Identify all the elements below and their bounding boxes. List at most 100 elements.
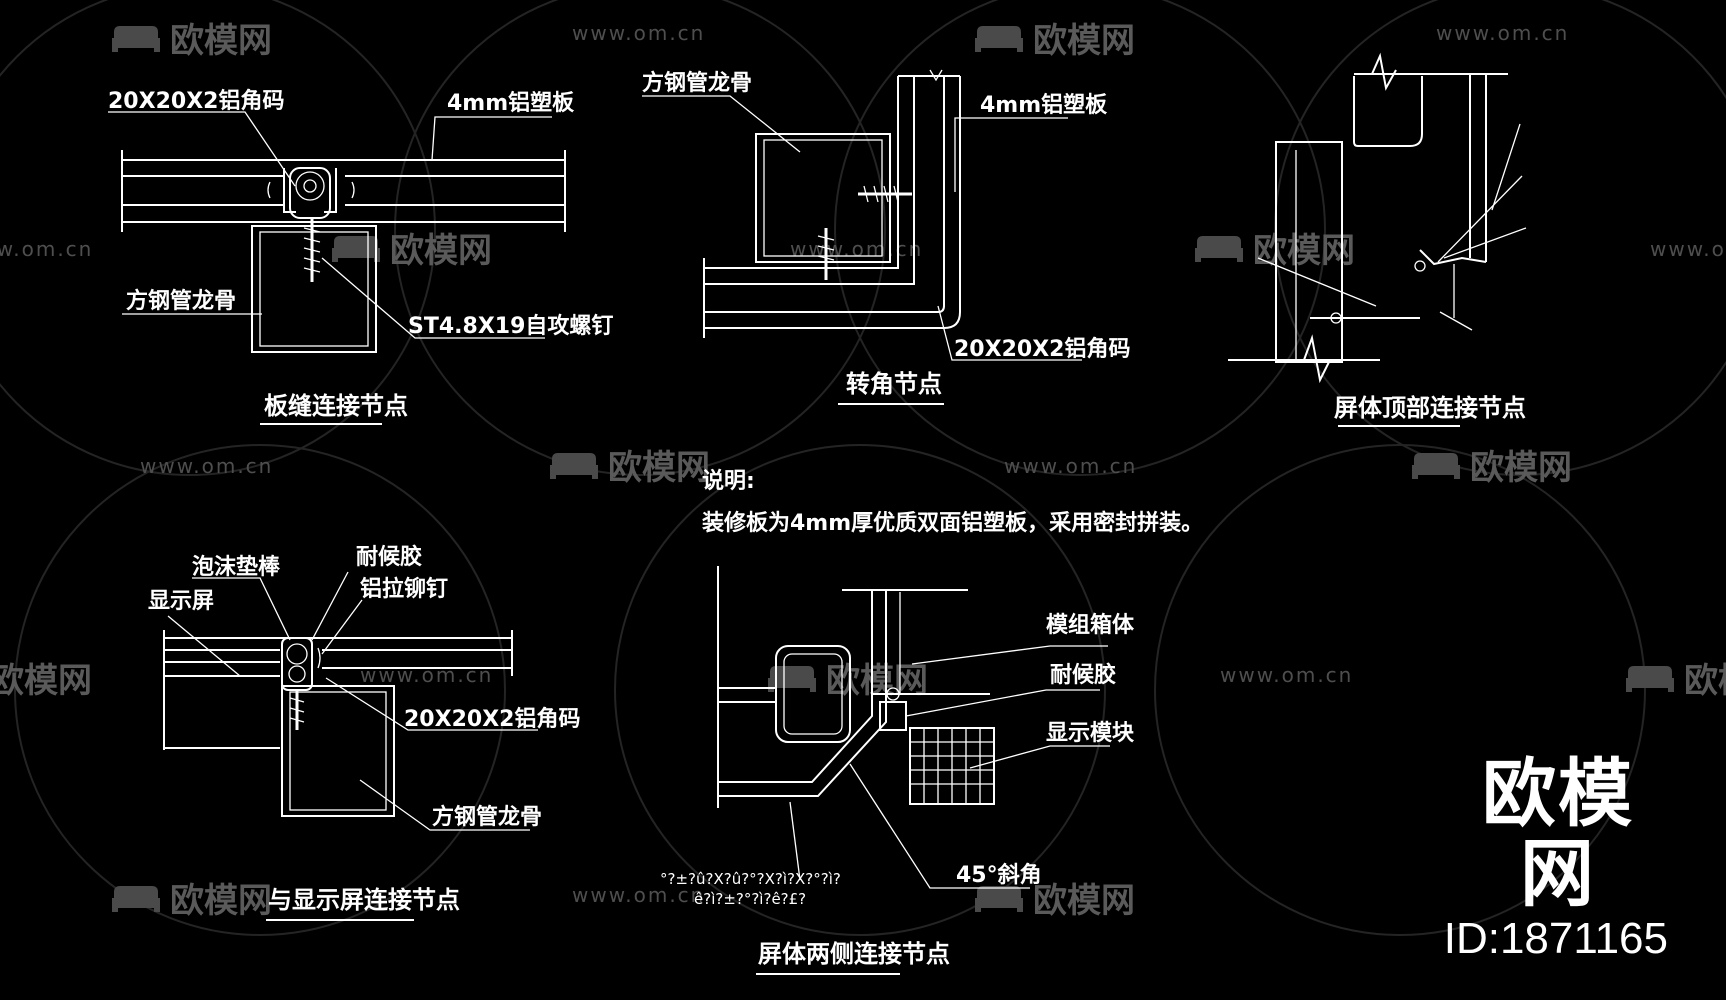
watermark-circle bbox=[0, 0, 436, 476]
sealant-joint bbox=[289, 167, 331, 219]
label-aluminum-panel: 4mm铝塑板 bbox=[980, 92, 1108, 118]
watermark-brand: 欧模网 bbox=[1684, 661, 1726, 701]
steel-tube-inner bbox=[289, 691, 387, 811]
brand-name: 欧模网 bbox=[1482, 751, 1634, 917]
watermark-url: www.om.cn bbox=[572, 883, 705, 907]
watermark-logo: 欧模网 bbox=[1195, 231, 1355, 271]
sofa-icon bbox=[550, 453, 598, 479]
watermark-logo: 欧模网 bbox=[0, 661, 92, 701]
watermark-url: www.om.cn bbox=[360, 663, 493, 687]
detail-title: 板缝连接节点 bbox=[264, 392, 408, 420]
watermark-circle bbox=[614, 444, 1106, 936]
watermark-brand: 欧模网 bbox=[0, 661, 92, 701]
label-rivet: 铝拉铆钉 bbox=[360, 576, 448, 602]
bevel-panel bbox=[776, 590, 887, 797]
sofa-icon bbox=[1412, 453, 1460, 479]
fastener bbox=[1414, 260, 1426, 272]
corner-panel-inner bbox=[704, 76, 915, 285]
sofa-icon bbox=[112, 26, 160, 52]
watermark-logo: 欧模网 bbox=[1626, 661, 1726, 701]
detail-title: 与显示屏连接节点 bbox=[268, 886, 460, 914]
rivet bbox=[886, 687, 900, 701]
label-angle-code: 20X20X2铝角码 bbox=[108, 88, 284, 114]
detail-screen-sides: 模组箱体 耐候胶 显示模块 45°斜角 °?±?û?X?û?°?X?ì?X?°?… bbox=[660, 566, 1135, 975]
label-foam: 泡沫垫棒 bbox=[192, 554, 281, 580]
leader-line bbox=[642, 95, 801, 153]
brand-badge: 欧模网 ID:1871165 bbox=[1444, 751, 1668, 963]
foam-rod bbox=[288, 665, 306, 683]
watermark-layer: 欧模网 欧模网 欧模网 欧模网 欧模网 欧模网 欧模网 欧模网 bbox=[0, 0, 1726, 936]
screw-thread bbox=[863, 185, 899, 203]
display-module-grid bbox=[910, 728, 994, 804]
screw-thread bbox=[303, 227, 321, 273]
watermark-url: www.om.cn bbox=[790, 237, 923, 261]
watermark-circle bbox=[1154, 444, 1646, 936]
screw-thread bbox=[817, 235, 835, 261]
break-mark bbox=[929, 69, 943, 82]
label-angle-code: 20X20X2铝角码 bbox=[954, 336, 1130, 362]
leader-line bbox=[937, 305, 1082, 361]
sofa-icon bbox=[112, 886, 160, 912]
watermark-brand: 欧模网 bbox=[608, 448, 710, 488]
leader-line bbox=[108, 111, 296, 187]
detail-screen-top: 屏体顶部连接节点 bbox=[1228, 52, 1527, 427]
notes-block: 说明: 装修板为4mm厚优质双面铝塑板，采用密封拼装。 bbox=[702, 468, 1203, 536]
flashing bbox=[1419, 249, 1487, 266]
watermark-logo: 欧模网 bbox=[550, 448, 710, 488]
leader-line bbox=[1443, 227, 1527, 259]
label-steel-tube: 方钢管龙骨 bbox=[432, 804, 542, 830]
leader-line bbox=[969, 745, 1110, 769]
detail-panel-seam: 20X20X2铝角码 4mm铝塑板 方钢管龙骨 ST4.8X19自攻螺钉 板缝连… bbox=[108, 88, 613, 425]
garbled-text: °?±?û?X?û?°?X?ì?X?°?ì? bbox=[660, 870, 841, 888]
watermark-brand: 欧模网 bbox=[1033, 21, 1135, 61]
corner-panel-outer bbox=[704, 76, 961, 329]
leader-line bbox=[192, 577, 291, 641]
steel-tube-inner bbox=[259, 231, 369, 347]
steel-tube-inner bbox=[783, 653, 843, 735]
sofa-icon bbox=[975, 26, 1023, 52]
watermark-url: www.om.cn bbox=[1004, 454, 1137, 478]
break-mark bbox=[1371, 52, 1397, 91]
angle-bracket bbox=[283, 168, 337, 213]
label-angle-code: 20X20X2铝角码 bbox=[404, 706, 580, 732]
leader-line bbox=[1257, 257, 1377, 307]
watermark-url: www.om.cn bbox=[0, 237, 93, 261]
detail-corner: 方钢管龙骨 4mm铝塑板 20X20X2铝角码 转角节点 bbox=[642, 69, 1130, 405]
leader-line bbox=[325, 677, 538, 731]
leader-line bbox=[1491, 123, 1521, 211]
sofa-icon bbox=[1195, 236, 1243, 262]
watermark-circle bbox=[14, 444, 506, 936]
watermark-brand: 欧模网 bbox=[1253, 231, 1355, 271]
sofa-icon bbox=[768, 666, 816, 692]
watermark-brand: 欧模网 bbox=[1470, 448, 1572, 488]
leader-line bbox=[431, 116, 552, 161]
watermark-url: www.om.cn bbox=[1220, 663, 1353, 687]
notes-body: 装修板为4mm厚优质双面铝塑板，采用密封拼装。 bbox=[702, 510, 1203, 536]
label-sealant: 耐候胶 bbox=[1050, 662, 1116, 688]
foam-rod bbox=[295, 171, 325, 201]
watermark-brand: 欧模网 bbox=[170, 881, 272, 921]
leader-line bbox=[954, 117, 1068, 192]
watermark-logo: 欧模网 bbox=[112, 881, 272, 921]
sofa-icon bbox=[1626, 666, 1674, 692]
leader-line bbox=[849, 763, 1030, 889]
label-screw: ST4.8X19自攻螺钉 bbox=[408, 313, 613, 339]
label-bevel: 45°斜角 bbox=[956, 862, 1042, 888]
corner-panel-outer bbox=[704, 76, 899, 269]
structure-outline bbox=[1353, 76, 1423, 147]
steel-tube-outer bbox=[251, 225, 377, 353]
steel-tube-outer bbox=[755, 133, 891, 263]
foam-rod-inner bbox=[303, 179, 317, 193]
label-display: 显示屏 bbox=[148, 589, 214, 614]
detail-title: 转角节点 bbox=[846, 370, 942, 398]
watermark-logo: 欧模网 bbox=[112, 21, 272, 61]
leader-line bbox=[321, 599, 363, 655]
notes-heading: 说明: bbox=[702, 468, 755, 494]
sealant bbox=[879, 701, 907, 731]
break-mark bbox=[1303, 334, 1331, 384]
label-sealant: 耐候胶 bbox=[356, 544, 422, 570]
watermark-logo: 欧模网 bbox=[975, 21, 1135, 61]
watermark-url: www.om.cn bbox=[1650, 237, 1726, 261]
foam-rod bbox=[286, 643, 308, 665]
